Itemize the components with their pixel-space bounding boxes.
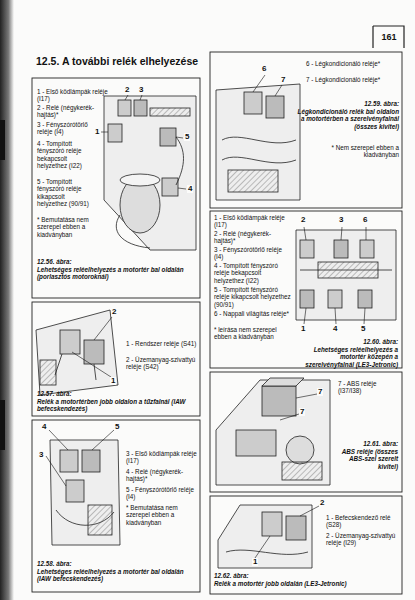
callout-number: 2 xyxy=(124,86,130,94)
legend-item: 2 - Relé (négykerék-hajtás)* xyxy=(37,104,95,119)
figure-caption: Légkondicionáló relék bal oldalon a moto… xyxy=(296,108,399,130)
legend-item: 2 - Üzemanyag-szivattyú reléje (S42) xyxy=(126,356,198,371)
callout-number: 7 xyxy=(280,76,286,84)
callout-number: 2 xyxy=(111,308,117,316)
legend-item: 3 - Fényszórótörlő reléje (I4) xyxy=(214,246,292,261)
figure-caption: 12.59. ábra: xyxy=(296,100,399,107)
footnote: * Bemutatása nem szerepel ebben a kiadvá… xyxy=(126,504,198,526)
legend-item: 5 - Tompított fényszóró reléje kikapcsol… xyxy=(214,286,292,308)
figure-number: 12.57. ábra: xyxy=(37,390,197,397)
figure-number: 12.58. ábra: xyxy=(37,560,197,567)
legend-item: 3 - Fényszórótörlő reléje (I4) xyxy=(37,121,92,136)
footnote: * leírása nem szerepel ebben a kiadványb… xyxy=(214,326,289,341)
callout-number: 7 xyxy=(317,388,323,396)
callout-number: 5 xyxy=(114,423,120,431)
legend-item: 2 - Üzemanyag-szivattyú reléje (I29) xyxy=(326,532,398,547)
legend-item: 5 - Fényszórótörlő reléje (I4) xyxy=(126,486,198,501)
figure-caption: Lehetséges reléelhelyezés a motortér bal… xyxy=(37,266,195,281)
legend-item: 2 - Relé (négykerék-hajtás)* xyxy=(214,230,292,245)
figure-caption: 12.61. ábra: xyxy=(336,440,398,447)
legend-item: 5 - Tompított fényszóró reléje kikapcsol… xyxy=(37,178,92,207)
figure-number: 12.56. ábra: xyxy=(37,258,197,265)
callout-number: 7 xyxy=(299,408,305,416)
section-title: 12.5. A további relék elhelyezése xyxy=(36,56,336,68)
footnote: * Bemutatása nem szerepel ebben a kiadvá… xyxy=(37,216,95,238)
legend-item: 4 - Tompított fényszóró reléje bekapcsol… xyxy=(37,140,92,169)
callout-number: 4 xyxy=(41,423,47,431)
callout-number: 3 xyxy=(138,86,144,94)
legend-item: 4 - Tompított fényszóró reléje bekapcsol… xyxy=(214,262,292,284)
callout-number: 4 xyxy=(187,185,193,193)
callout-number: 5 xyxy=(360,325,366,333)
legend-item: 4 - Relé (négykerék-hajtás)* xyxy=(126,468,198,483)
legend-item: 1 - Befecskendező relé (S28) xyxy=(326,514,398,529)
legend-item: 7 - ABS reléje (I37/I38) xyxy=(338,380,398,395)
legend-item: 7 - Légkondicionáló reléje* xyxy=(306,76,400,83)
callout-number: 6 xyxy=(362,216,368,224)
legend-item: 6 - Légkondicionáló reléje* xyxy=(306,60,400,67)
figure-caption: Lehetséges reléelhelyezés a motortér köz… xyxy=(293,346,398,368)
callout-number: 1 xyxy=(110,377,116,385)
callout-number: 5 xyxy=(184,133,190,141)
legend-item: 1 - Első ködlámpák reléje (I17) xyxy=(214,214,292,229)
page-number: 161 xyxy=(375,33,403,42)
figure-caption: Lehetséges reléelhelyezés a motortér bal… xyxy=(37,568,195,583)
legend-item: 6 - Nappali világítás reléje* xyxy=(214,310,292,317)
callout-number: 6 xyxy=(261,65,267,73)
callout-number: 3 xyxy=(38,451,44,459)
callout-number: 2 xyxy=(300,216,306,224)
callout-number: 3 xyxy=(338,216,344,224)
legend-item: 1 - Rendszer reléje (S41) xyxy=(126,340,198,347)
callout-number: 1 xyxy=(94,128,100,136)
callout-number: 4 xyxy=(332,325,338,333)
callout-number: 1 xyxy=(252,558,258,566)
figure-caption: Relék a motortér jobb oldalán (LE3-Jetro… xyxy=(214,580,398,587)
legend-item: 3 - Első ködlámpák reléje (I17) xyxy=(126,450,198,465)
figure-caption: ABS reléje (összes ABS-szel szerelt kivi… xyxy=(336,448,398,470)
figure-caption: Relék a motortérben jobb oldalon a tűzfa… xyxy=(37,398,195,413)
footnote: * Nem szerepel ebben a kiadványban xyxy=(296,144,399,159)
legend-item: 1 - Első ködlámpák reléje (I17) xyxy=(37,88,117,103)
figure-number: 12.62. ábra: xyxy=(214,572,398,579)
callout-number: 2 xyxy=(319,499,325,507)
figure-caption: 12.60. ábra: xyxy=(293,338,398,345)
callout-number: 1 xyxy=(300,325,306,333)
